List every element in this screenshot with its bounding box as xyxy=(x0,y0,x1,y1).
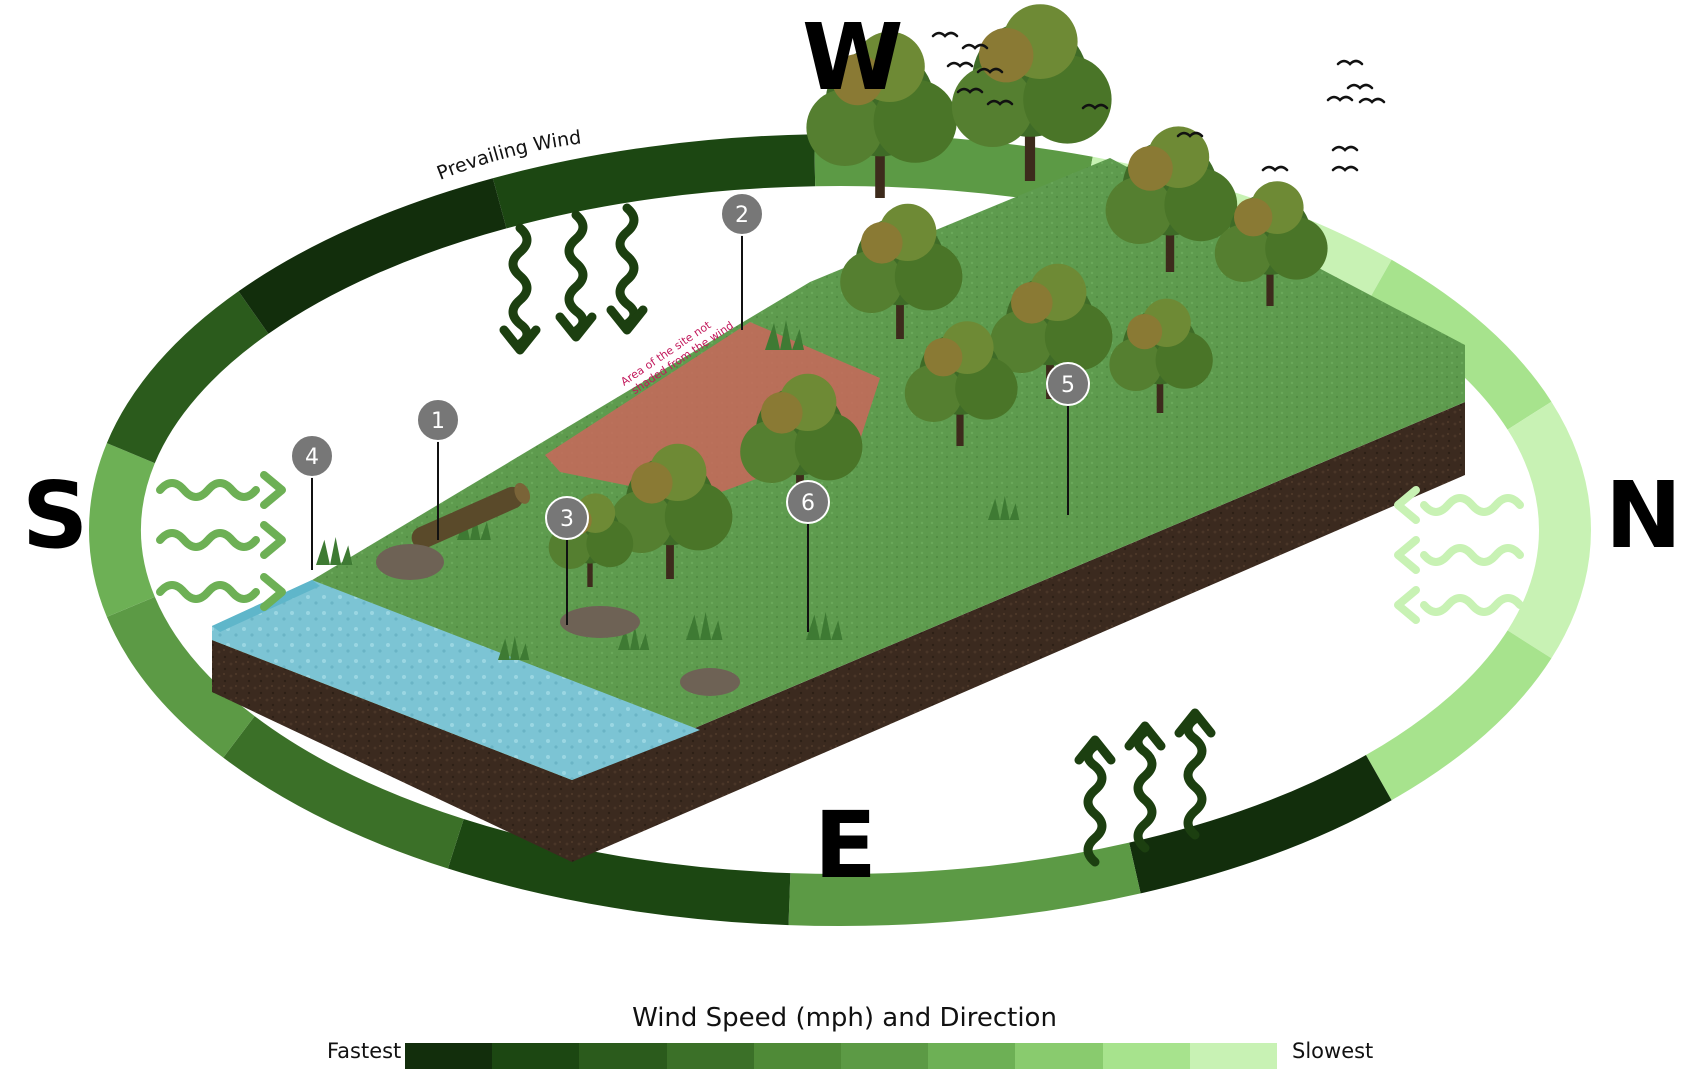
marker-circle xyxy=(786,480,830,524)
wind-arrows-south xyxy=(160,475,282,607)
wind-ring-segment xyxy=(89,443,156,617)
bird-icon xyxy=(1336,59,1364,66)
bird-icon xyxy=(1358,97,1386,104)
rock-icon xyxy=(560,606,640,638)
legend-swatch xyxy=(1015,1043,1103,1069)
bird-icon xyxy=(1331,145,1359,152)
wind-speed-ring xyxy=(89,134,1591,926)
wavy-arrow-icon xyxy=(160,475,282,505)
bird-icon xyxy=(1346,83,1374,90)
wind-ring-segment xyxy=(238,178,507,334)
soil-side-face xyxy=(572,402,1465,862)
soil-front-face xyxy=(212,640,572,862)
bird-icon xyxy=(946,61,974,68)
wind-ring-segment xyxy=(492,134,816,229)
legend-swatch xyxy=(579,1043,667,1069)
marker-3: 3 xyxy=(545,496,589,625)
wavy-arrow-icon xyxy=(160,577,282,607)
marker-circle xyxy=(1046,362,1090,406)
legend-swatch xyxy=(753,1043,842,1069)
marker-2: 2 xyxy=(720,192,764,330)
marker-number: 2 xyxy=(735,203,749,228)
marker-number: 5 xyxy=(1061,373,1075,398)
wind-ring-segment xyxy=(1365,259,1552,430)
wavy-arrow-icon xyxy=(1398,540,1520,570)
numbered-markers: 1 2 3 4 5 6 xyxy=(290,192,1090,632)
wavy-arrow-icon xyxy=(1129,726,1161,848)
wind-ring-segment xyxy=(106,291,269,464)
legend-swatch xyxy=(841,1043,929,1069)
marker-circle xyxy=(416,398,460,442)
marker-number: 6 xyxy=(801,491,815,516)
wind-ring-segment xyxy=(223,716,464,869)
legend-swatch xyxy=(492,1043,580,1069)
legend-swatch xyxy=(666,1043,754,1069)
wind-ring-segment xyxy=(106,596,255,758)
vegetation xyxy=(316,4,1328,696)
rock-icon xyxy=(680,668,740,696)
bird-icon xyxy=(1261,165,1289,172)
legend-swatch xyxy=(1102,1043,1190,1069)
legend-title: Wind Speed (mph) and Direction xyxy=(632,1003,1057,1033)
legend-swatch xyxy=(405,1043,493,1069)
wavy-arrow-icon xyxy=(611,208,643,330)
bird-icon xyxy=(931,31,959,38)
river xyxy=(212,580,700,780)
wavy-arrow-icon xyxy=(560,215,592,337)
marker-circle xyxy=(545,496,589,540)
marker-number: 1 xyxy=(431,409,445,434)
marker-5: 5 xyxy=(1046,362,1090,515)
compass-west: W xyxy=(802,4,904,111)
grass-tuft xyxy=(316,537,353,565)
wind-ring-segment xyxy=(1129,754,1392,894)
wind-ring-segment xyxy=(447,819,791,926)
marker-number: 3 xyxy=(560,507,574,532)
marker-circle xyxy=(720,192,764,236)
wavy-arrow-icon xyxy=(1079,740,1111,862)
marker-circle xyxy=(290,434,334,478)
legend-swatch xyxy=(928,1043,1016,1069)
legend-swatch xyxy=(1189,1043,1278,1069)
wind-ring-segment xyxy=(788,842,1141,926)
wavy-arrow-icon xyxy=(504,228,536,350)
legend-fastest-label: Fastest xyxy=(327,1039,402,1063)
log-icon xyxy=(411,482,531,549)
wind-ring-segment xyxy=(1365,630,1552,801)
legend-scale xyxy=(405,1043,1278,1069)
rock-icon xyxy=(376,544,444,580)
bird-icon xyxy=(1331,165,1359,172)
wind-arrows-west xyxy=(504,208,643,350)
bird-icon xyxy=(1326,95,1354,102)
wavy-arrow-icon xyxy=(1179,713,1211,835)
marker-4: 4 xyxy=(290,434,334,570)
compass-north: N xyxy=(1605,462,1682,569)
wavy-arrow-icon xyxy=(1398,490,1520,520)
wind-ring-segment xyxy=(1507,401,1591,659)
wavy-arrow-icon xyxy=(160,525,282,555)
compass-south: S xyxy=(22,462,89,569)
marker-number: 4 xyxy=(305,445,319,470)
legend-slowest-label: Slowest xyxy=(1292,1039,1374,1063)
marker-1: 1 xyxy=(416,398,460,540)
compass-east: E xyxy=(814,792,877,899)
wavy-arrow-icon xyxy=(1398,590,1520,620)
marker-6: 6 xyxy=(786,480,830,632)
wind-arrows-north xyxy=(1398,490,1520,620)
